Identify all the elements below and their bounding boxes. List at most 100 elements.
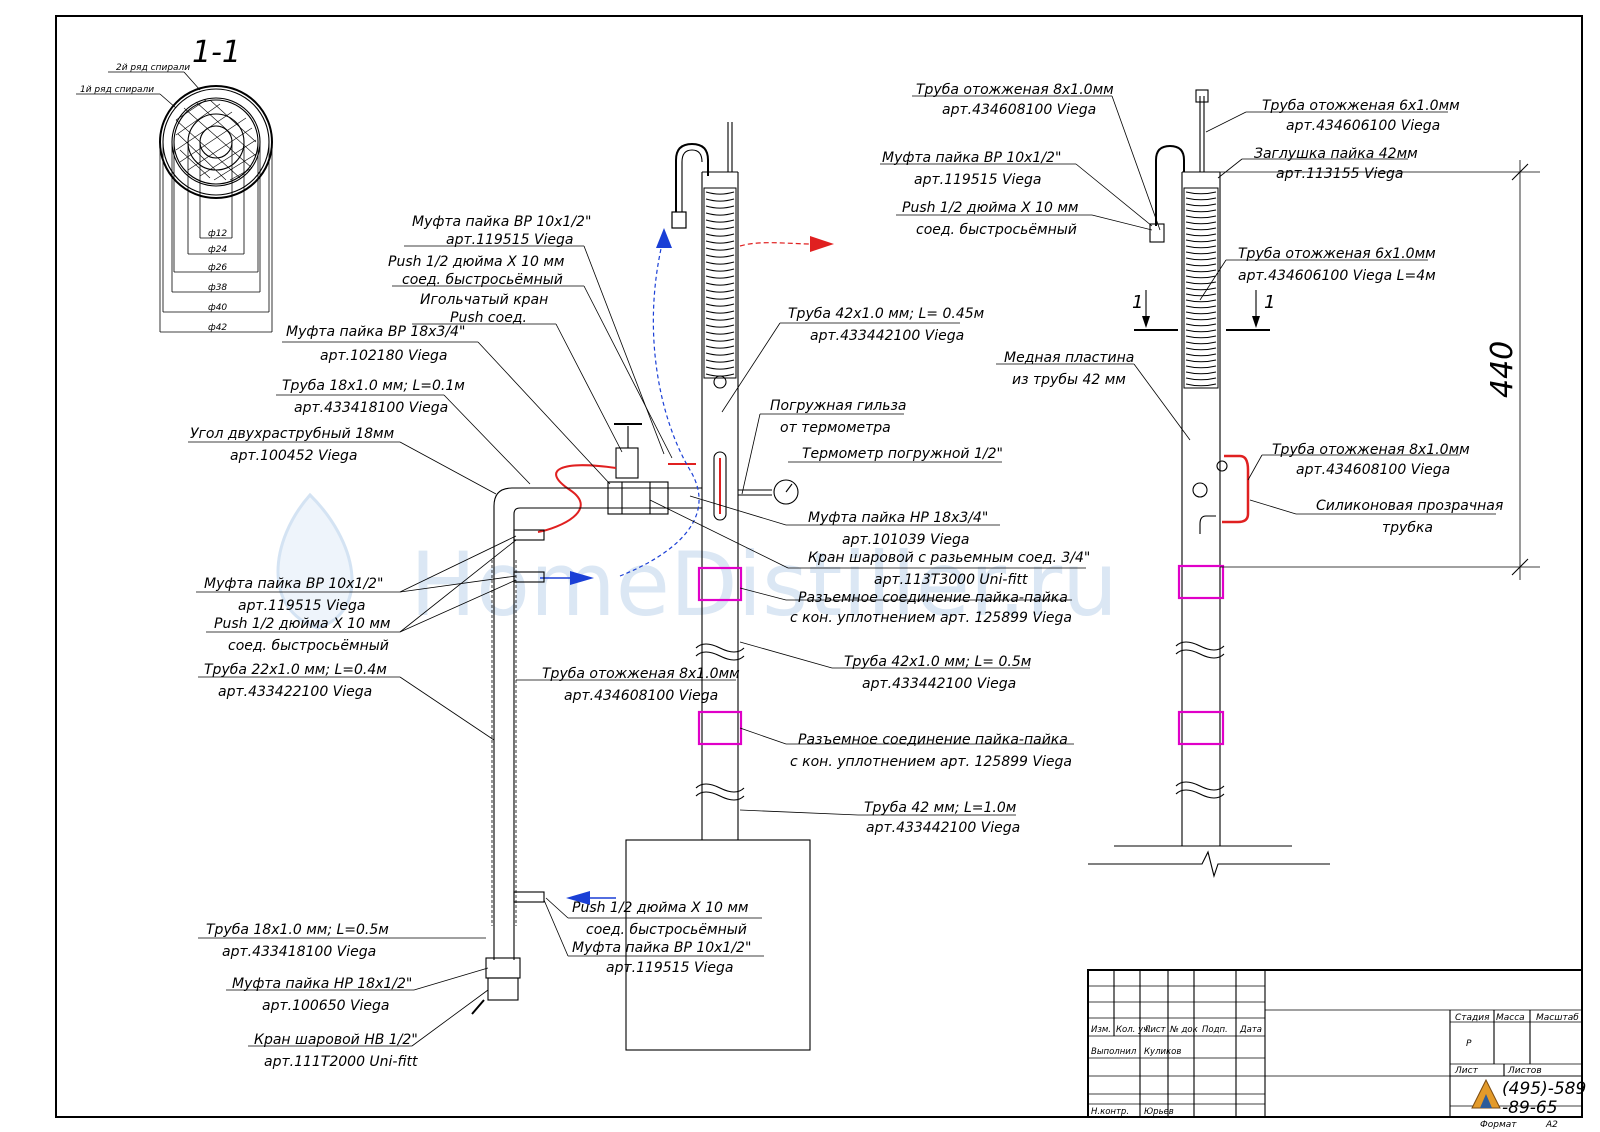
callouts-left: Муфта пайка ВР 10x1/2" арт.119515 Viega … xyxy=(190,214,591,1070)
coil-turn xyxy=(705,226,735,230)
callout-c6-line1: Труба 42x1.0 мм; L= 0.5м xyxy=(844,654,1032,670)
callout-r4-line2: соед. быстросьёмный xyxy=(916,222,1077,238)
tb-checker: Юрьев xyxy=(1144,1107,1174,1117)
section-row1-label: 1й ряд спирали xyxy=(80,85,154,95)
callout-r5-line1: Труба отожженая 6x1.0мм xyxy=(1238,246,1436,262)
union-4 xyxy=(1177,710,1225,746)
coil-turn xyxy=(705,345,735,349)
callout-c10-line2: соед. быстросьёмный xyxy=(586,922,747,938)
callout-r8-line1: Силиконовая прозрачная xyxy=(1316,498,1503,514)
tb-col-sign: Подп. xyxy=(1202,1025,1228,1035)
dimension-440: 440 xyxy=(1485,341,1520,398)
callout-r6-line1: Медная пластина xyxy=(1004,350,1134,366)
watermark: HomeDistiller.ru xyxy=(276,492,1118,636)
union-3 xyxy=(1177,564,1225,600)
callout-r2-line1: Муфта пайка ВР 10x1/2" xyxy=(882,150,1061,166)
union-2 xyxy=(697,710,743,746)
coil-turn xyxy=(705,310,735,314)
callout-l6-line2: арт.119515 Viega xyxy=(238,598,366,614)
coil-turn xyxy=(1185,323,1217,327)
callout-l4-line2: арт.433418100 Viega xyxy=(294,400,448,416)
callout-l10-line2: арт.100650 Viega xyxy=(262,998,390,1014)
callout-c4-line2: арт.113Т3000 Uni-fitt xyxy=(874,572,1028,588)
coil-turn xyxy=(1185,347,1217,351)
dim-38: ф38 xyxy=(208,283,227,293)
tb-performed: Выполнил xyxy=(1091,1047,1137,1057)
callout-l2-line1: Игольчатый кран xyxy=(420,292,548,308)
callout-r4-line1: Push 1/2 дюйма X 10 мм xyxy=(902,200,1079,216)
coil-turn xyxy=(1185,287,1217,291)
section-view: 1-1 2й ряд спирали 1й ряд спирали xyxy=(76,35,273,333)
coil-turn xyxy=(1185,197,1217,201)
callout-l7-line1: Push 1/2 дюйма X 10 мм xyxy=(214,616,391,632)
coil-turn xyxy=(1185,245,1217,249)
coil-turn xyxy=(705,212,735,216)
callout-r0-line1: Труба отожженая 8x1.0мм xyxy=(916,82,1114,98)
tb-stage-value: Р xyxy=(1466,1039,1472,1049)
tb-mass: Масса xyxy=(1496,1013,1525,1023)
callout-r7-line1: Труба отожженая 8x1.0мм xyxy=(1272,442,1470,458)
callout-r5-line2: арт.434606100 Viega L=4м xyxy=(1238,268,1436,284)
coil-turn xyxy=(705,233,735,237)
coil-turn xyxy=(1185,281,1217,285)
callout-l0-line1: Муфта пайка ВР 10x1/2" xyxy=(412,214,591,230)
callout-l3-line2: арт.102180 Viega xyxy=(320,348,448,364)
coil-turn xyxy=(705,324,735,328)
coil-turn xyxy=(1185,251,1217,255)
column-view-right: 1 1 440 xyxy=(1088,89,1540,878)
callout-l0-line2: арт.119515 Viega xyxy=(446,232,574,248)
coil-turn xyxy=(1185,215,1217,219)
section-mark-left: 1 xyxy=(1132,292,1143,313)
coil-turn xyxy=(705,254,735,258)
watermark-text: HomeDistiller.ru xyxy=(410,533,1118,636)
coil-turn xyxy=(1185,371,1217,375)
section-mark-right: 1 xyxy=(1264,292,1275,313)
tb-format: Формат xyxy=(1480,1120,1517,1130)
callout-c1-line2: от термометра xyxy=(780,420,891,436)
callout-c11-line1: Муфта пайка ВР 10x1/2" xyxy=(572,940,751,956)
coil-turn xyxy=(705,205,735,209)
callout-c0-line1: Труба 42x1.0 мм; L= 0.45м xyxy=(788,306,985,322)
callout-c5-line2: с кон. уплотнением арт. 125899 Viega xyxy=(790,610,1072,626)
coil-turn xyxy=(705,338,735,342)
coil-turn xyxy=(705,303,735,307)
callout-r1-line1: Труба отожженая 6x1.0мм xyxy=(1262,98,1460,114)
callout-l5-line2: арт.100452 Viega xyxy=(230,448,358,464)
callout-r3-line1: Заглушка пайка 42мм xyxy=(1254,146,1418,162)
coil-turn xyxy=(1185,191,1217,195)
tb-checked: Н.контр. xyxy=(1091,1107,1129,1117)
callout-l7-line2: соед. быстросьёмный xyxy=(228,638,389,654)
callout-c8-line1: Разъемное соединение пайка-пайка xyxy=(798,732,1068,748)
dim-42: ф42 xyxy=(208,323,227,333)
callout-c0-line2: арт.433442100 Viega xyxy=(810,328,964,344)
tb-phone1: (495)-589 xyxy=(1502,1079,1586,1099)
callout-c7-line2: арт.434608100 Viega xyxy=(564,688,718,704)
callout-r0-line2: арт.434608100 Viega xyxy=(942,102,1096,118)
tb-col-izm: Изм. xyxy=(1091,1025,1111,1035)
coil-turn xyxy=(1185,221,1217,225)
coil-turn xyxy=(705,268,735,272)
tb-col-date: Дата xyxy=(1239,1025,1262,1035)
coil-right xyxy=(1185,191,1217,387)
tb-col-kol: Кол. уч. xyxy=(1116,1025,1151,1035)
coil-turn xyxy=(1185,359,1217,363)
section-row2-label: 2й ряд спирали xyxy=(116,63,190,73)
coil-turn xyxy=(705,261,735,265)
callout-r7-line2: арт.434608100 Viega xyxy=(1296,462,1450,478)
coil-turn xyxy=(1185,365,1217,369)
callout-c2-line1: Термометр погружной 1/2" xyxy=(802,446,1003,462)
coil-turn xyxy=(705,198,735,202)
section-title: 1-1 xyxy=(192,35,241,70)
coil-turn xyxy=(705,282,735,286)
coil-turn xyxy=(705,191,735,195)
callout-r8-line2: трубка xyxy=(1382,520,1433,536)
coil-turn xyxy=(705,317,735,321)
coil-turn xyxy=(1185,335,1217,339)
coil-turn xyxy=(1185,305,1217,309)
callout-l11-line1: Кран шаровой НВ 1/2" xyxy=(254,1032,418,1048)
dim-40: ф40 xyxy=(208,303,227,313)
callout-r6-line2: из трубы 42 мм xyxy=(1012,372,1126,388)
sheet-frame xyxy=(55,15,1583,1118)
coil-turn xyxy=(1185,317,1217,321)
